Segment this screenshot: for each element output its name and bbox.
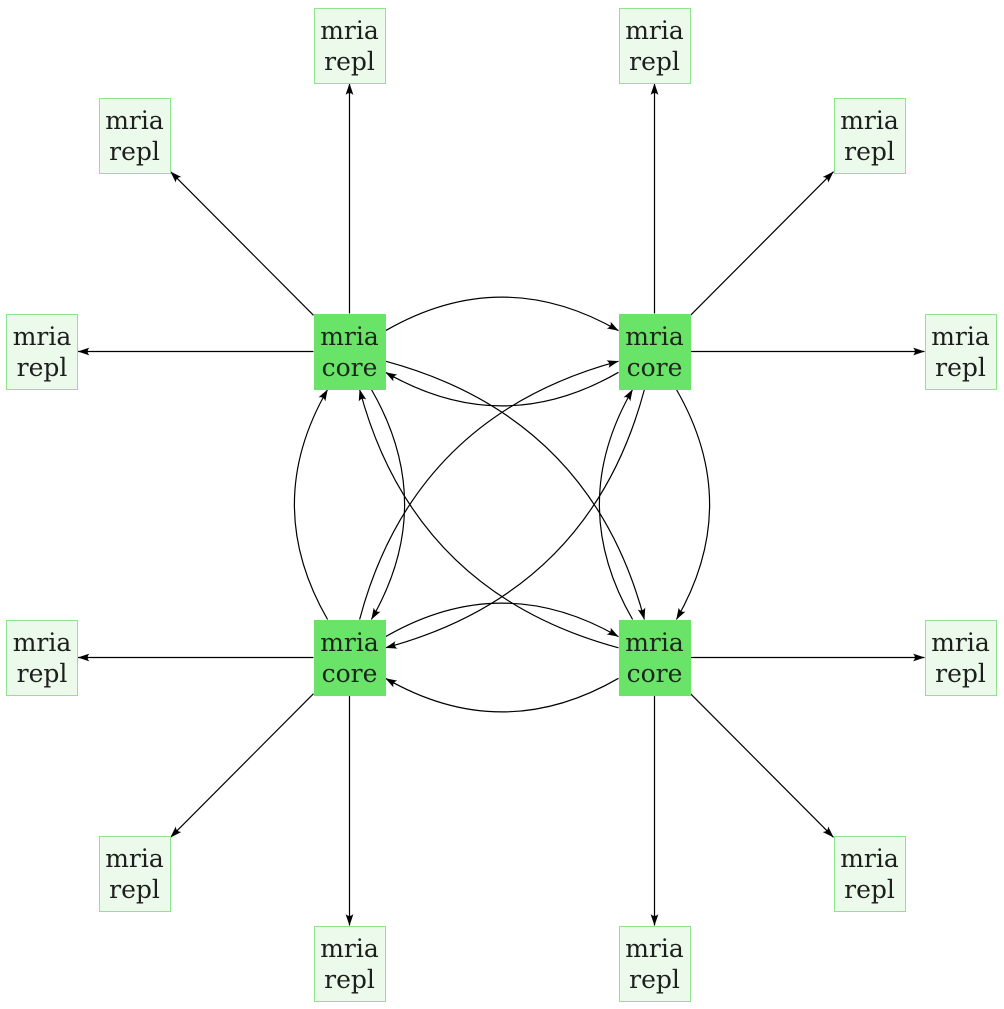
edge-core-br-to-core-tr [598,389,634,620]
core-label-line-2: core [321,658,378,688]
edge-core-bl-to-core-tr [359,360,619,620]
repl-label-line-2: repl [935,658,986,688]
repl-label-line-2: repl [16,352,68,382]
repl-label-line-1: mria [320,15,379,45]
repl-label-line-2: repl [935,352,986,382]
edge-core-br-to-repl-se [690,693,834,838]
edge-core-tr-to-repl-ne [690,171,834,316]
repl-label-line-1: mria [105,105,164,135]
repl-label-line-1: mria [625,933,684,963]
repl-label-line-2: repl [844,874,895,904]
repl-label-line-2: repl [324,964,375,994]
edge-core-tl-to-repl-nw [170,171,314,316]
repl-label-line-2: repl [16,658,68,688]
repl-label-line-1: mria [105,843,164,873]
repl-label-line-2: repl [629,964,680,994]
edge-core-br-to-core-bl [385,677,619,713]
repl-label-line-1: mria [12,627,72,657]
repl-label-line-1: mria [320,933,379,963]
edge-core-tl-to-core-tr [385,296,619,332]
repl-label-line-2: repl [629,46,680,76]
repl-label-line-2: repl [324,46,375,76]
repl-label-line-1: mria [840,843,899,873]
edge-core-bl-to-core-tl [293,389,329,620]
edge-core-bl-to-repl-sw [170,693,314,838]
repl-label-line-2: repl [109,874,160,904]
repl-label-line-2: repl [109,136,160,166]
repl-label-line-1: mria [12,321,72,351]
edge-core-br-to-core-tl [358,389,619,649]
core-label-line-1: mria [625,627,684,657]
core-label-line-1: mria [320,627,379,657]
edge-core-tl-to-core-bl [370,389,406,620]
repl-label-line-1: mria [840,105,899,135]
core-label-line-1: mria [320,321,379,351]
repl-label-line-1: mria [625,15,684,45]
core-label-line-2: core [626,352,683,382]
repl-label-line-1: mria [931,321,990,351]
edge-group [77,83,925,926]
repl-label-line-2: repl [844,136,895,166]
edge-core-tl-to-core-br [385,360,646,620]
edge-core-bl-to-core-br [385,602,619,638]
edge-core-tr-to-core-tl [385,371,619,407]
repl-label-line-1: mria [931,627,990,657]
core-label-line-2: core [626,658,683,688]
core-label-line-1: mria [625,321,684,351]
edge-core-tr-to-core-br [675,389,711,620]
edge-core-tr-to-core-bl [385,389,645,649]
core-label-line-2: core [321,352,378,382]
